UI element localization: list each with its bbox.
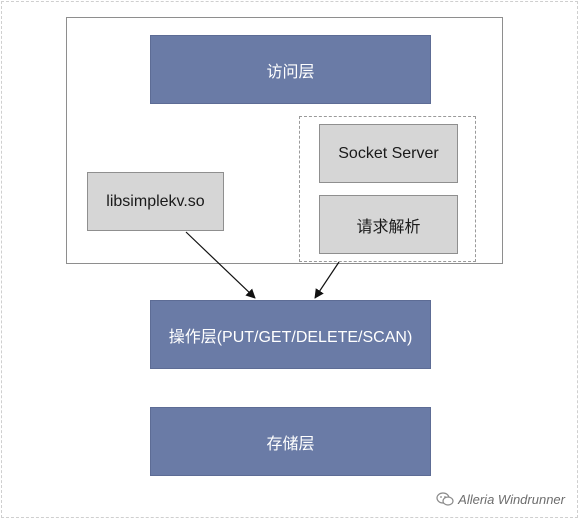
socket-server-box: Socket Server	[319, 124, 458, 183]
library-to-operation-arrow	[185, 231, 256, 299]
operation-layer-box: 操作层(PUT/GET/DELETE/SCAN)	[150, 300, 431, 369]
operation-layer-label: 操作层(PUT/GET/DELETE/SCAN)	[168, 328, 413, 346]
storage-layer-box: 存储层	[150, 407, 431, 476]
storage-layer-label: 存储层	[266, 435, 315, 453]
request-parser-box: 请求解析	[319, 195, 458, 254]
access-layer-box: 访问层	[150, 35, 431, 104]
server-group	[299, 116, 476, 262]
watermark-text: Alleria Windrunner	[458, 491, 565, 507]
parser-to-operation-arrow	[314, 261, 340, 299]
request-parser-label: 请求解析	[356, 218, 421, 236]
library-box: libsimplekv.so	[87, 172, 224, 231]
socket-server-label: Socket Server	[338, 144, 439, 162]
watermark: Alleria Windrunner	[436, 491, 565, 507]
wechat-icon	[436, 492, 454, 506]
access-layer-label: 访问层	[266, 63, 315, 81]
library-label: libsimplekv.so	[106, 192, 205, 210]
